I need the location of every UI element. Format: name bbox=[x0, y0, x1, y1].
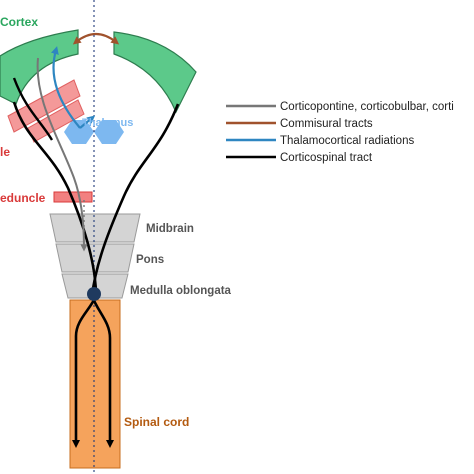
midbrain-label: Midbrain bbox=[146, 223, 194, 235]
internal-capsule-label: le bbox=[0, 145, 10, 159]
thalamus-right-hexagon bbox=[94, 120, 124, 144]
legend-label-commissural: Commisural tracts bbox=[280, 118, 373, 130]
legend: Corticopontine, corticobulbar, corti Com… bbox=[226, 101, 454, 164]
thalamocortical-radiation bbox=[51, 46, 81, 129]
pons-label: Pons bbox=[136, 254, 164, 266]
legend-label-corticopontine: Corticopontine, corticobulbar, corti bbox=[280, 101, 454, 113]
thalamus-left-hexagon bbox=[64, 120, 94, 144]
thalamocortical-radiation-tail bbox=[79, 115, 96, 129]
pons-shape bbox=[55, 243, 135, 273]
medulla-label: Medulla oblongata bbox=[130, 285, 232, 297]
cortex-label: Cortex bbox=[0, 15, 38, 29]
corticospinal-tract-cortex-branch bbox=[12, 77, 54, 141]
legend-label-corticospinal: Corticospinal tract bbox=[280, 152, 373, 164]
decussation-node bbox=[87, 287, 101, 301]
cortex-right-shape bbox=[113, 31, 197, 114]
thalamus-label: Thalamus bbox=[82, 117, 133, 129]
spinal-cord-label: Spinal cord bbox=[124, 415, 189, 429]
legend-label-thalamocortical: Thalamocortical radiations bbox=[280, 135, 414, 147]
cerebral-peduncle-label: eduncle bbox=[0, 191, 46, 205]
corticospinal-tract-right bbox=[90, 103, 180, 448]
corticopontine-tract bbox=[36, 57, 88, 252]
midbrain-shape bbox=[49, 213, 141, 243]
commissural-arrow bbox=[72, 32, 120, 45]
